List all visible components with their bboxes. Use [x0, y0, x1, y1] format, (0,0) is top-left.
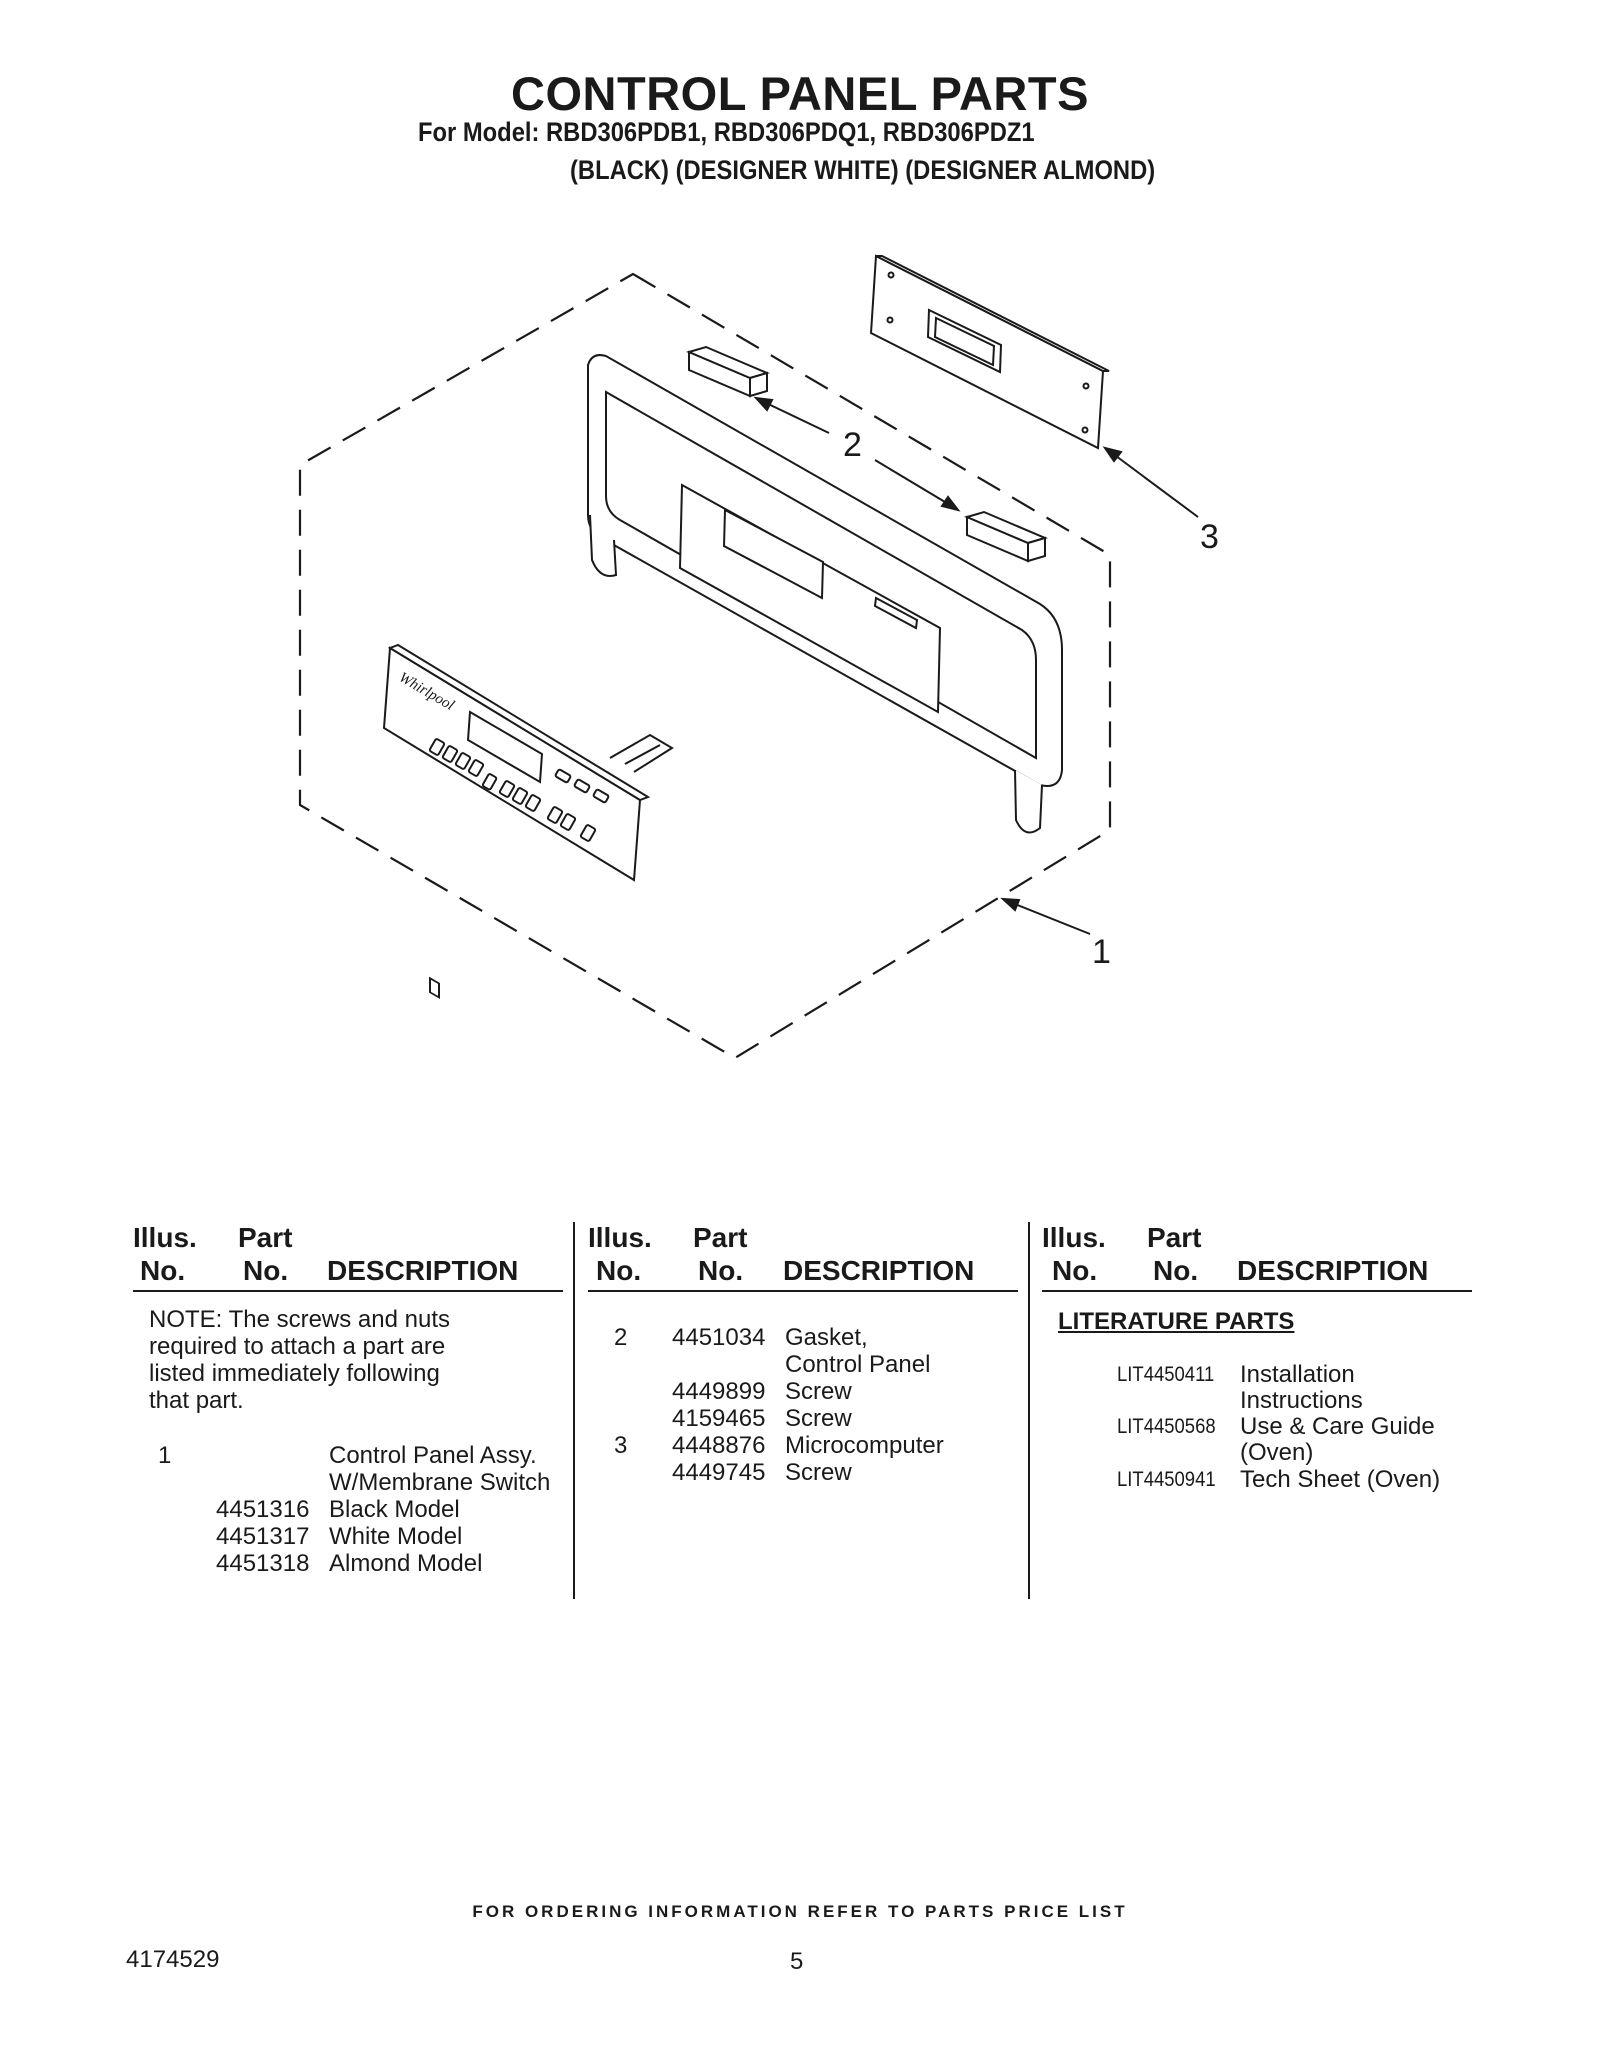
col3-part-tech-sheet: LIT4450941: [1117, 1468, 1216, 1491]
note-line-2: required to attach a part are: [149, 1333, 446, 1360]
col2-part-header: Part: [693, 1222, 748, 1253]
col1-part-white: 4451317: [216, 1523, 310, 1550]
col3-part-use-care: LIT4450568: [1117, 1415, 1216, 1438]
col3-desc-use-care: Use & Care Guide: [1240, 1413, 1435, 1440]
membrane-switch-panel: [382, 643, 674, 1000]
col1-part-almond: 4451318: [216, 1550, 310, 1577]
col2-illus-no: No.: [596, 1255, 642, 1286]
col2-desc-gasket: Gasket,: [785, 1324, 868, 1351]
column-divider-2: [1028, 1222, 1030, 1599]
col1-description-header: DESCRIPTION: [327, 1255, 519, 1286]
col3-illus-no: No.: [1052, 1255, 1098, 1286]
col2-illus-header: Illus.: [588, 1222, 652, 1253]
col3-desc-tech-sheet: Tech Sheet (Oven): [1240, 1466, 1441, 1493]
col3-part-installation: LIT4450411: [1117, 1363, 1215, 1386]
col2-header-rule: [588, 1290, 1018, 1292]
callout-1: 1: [1092, 933, 1111, 971]
col1-part-black: 4451316: [216, 1496, 310, 1523]
col1-desc-black: Black Model: [329, 1496, 460, 1523]
callout-2: 2: [843, 426, 862, 464]
note-line-3: listed immediately following: [149, 1360, 440, 1387]
col1-part-no: No.: [243, 1255, 289, 1286]
col2-desc-screw-3: Screw: [785, 1459, 852, 1486]
col2-desc-gasket-2: Control Panel: [785, 1351, 931, 1378]
col3-desc-installation: Installation: [1240, 1361, 1355, 1388]
col2-part-no: No.: [698, 1255, 744, 1286]
color-line: (BLACK) (DESIGNER WHITE) (DESIGNER ALMON…: [570, 155, 1156, 185]
exploded-parts-diagram: Whirlpool 2 3 1: [298, 254, 1219, 1060]
page-title: CONTROL PANEL PARTS: [511, 67, 1089, 120]
callout-3: 3: [1200, 518, 1219, 556]
column-divider-1: [573, 1222, 575, 1599]
col2-description-header: DESCRIPTION: [783, 1255, 975, 1286]
col3-illus-header: Illus.: [1042, 1222, 1106, 1253]
gasket-upper: [686, 345, 770, 398]
ordering-info-footer: FOR ORDERING INFORMATION REFER TO PARTS …: [472, 1902, 1128, 1921]
col3-desc-use-care-2: (Oven): [1240, 1439, 1314, 1466]
gasket-lower: [964, 510, 1048, 563]
col1-desc-line-2: W/Membrane Switch: [329, 1469, 551, 1496]
col2-desc-screw-2: Screw: [785, 1405, 852, 1432]
col2-desc-screw-1: Screw: [785, 1378, 852, 1405]
col1-header-rule: [133, 1290, 563, 1292]
document-number: 4174529: [126, 1946, 220, 1973]
col1-desc-almond: Almond Model: [329, 1550, 483, 1577]
col2-desc-microcomputer: Microcomputer: [785, 1432, 944, 1459]
microcomputer-board: [869, 254, 1110, 450]
col3-part-header: Part: [1147, 1222, 1202, 1253]
col2-part-screw-1: 4449899: [672, 1378, 766, 1405]
note-line-1: NOTE: The screws and nuts: [149, 1306, 451, 1333]
note-line-4: that part.: [149, 1387, 244, 1414]
col1-illus-1: 1: [158, 1442, 172, 1469]
col1-illus-header: Illus.: [133, 1222, 197, 1253]
callout-leaders: [753, 396, 1199, 935]
col2-part-gasket: 4451034: [672, 1324, 766, 1351]
col1-desc-white: White Model: [329, 1523, 463, 1550]
col3-desc-installation-2: Instructions: [1240, 1387, 1363, 1414]
col3-header-rule: [1042, 1290, 1472, 1292]
col2-illus-2: 2: [614, 1324, 628, 1351]
page-number: 5: [790, 1948, 804, 1975]
col1-part-header: Part: [238, 1222, 293, 1253]
col2-part-screw-3: 4449745: [672, 1459, 766, 1486]
col1-desc-line-1: Control Panel Assy.: [329, 1442, 537, 1469]
col3-description-header: DESCRIPTION: [1237, 1255, 1429, 1286]
model-line: For Model: RBD306PDB1, RBD306PDQ1, RBD30…: [418, 117, 1035, 147]
control-panel-frame: [587, 354, 1063, 834]
col1-illus-no: No.: [140, 1255, 186, 1286]
col3-part-no: No.: [1153, 1255, 1199, 1286]
literature-parts-heading: LITERATURE PARTS: [1058, 1308, 1295, 1335]
col2-part-screw-2: 4159465: [672, 1405, 766, 1432]
col2-illus-3: 3: [614, 1432, 628, 1459]
col2-part-microcomputer: 4448876: [672, 1432, 766, 1459]
